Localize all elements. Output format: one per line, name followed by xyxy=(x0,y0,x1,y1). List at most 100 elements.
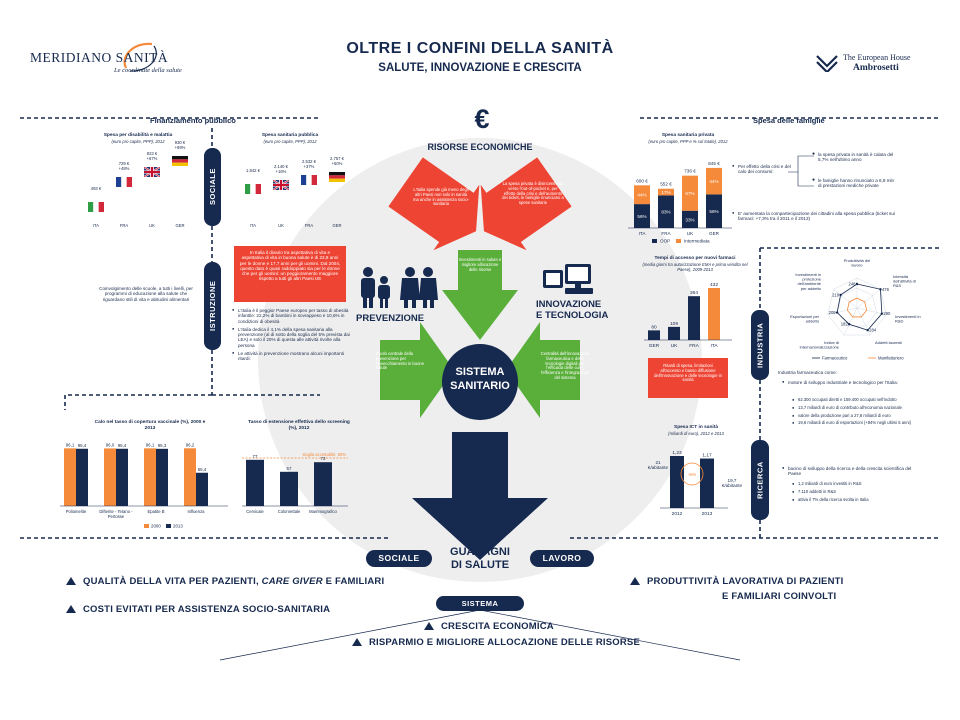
outcome-center-2: RISPARMIO E MIGLIORE ALLOCAZIONE DELLE R… xyxy=(352,637,640,648)
red-arrow-right xyxy=(480,157,572,251)
vacc-axis-label-2: Epatite B xyxy=(148,509,165,514)
famiglie-note-2: E' aumentata la compartecipazione dei ci… xyxy=(732,211,902,222)
center-arrows-svg xyxy=(380,157,580,420)
vacc-value-2013-2: 95,3 xyxy=(158,443,167,448)
triangle-icon xyxy=(630,577,640,586)
privata-axis-label-ita: ITA xyxy=(639,231,647,236)
screen-value-2: 73 xyxy=(321,456,326,461)
privata-axis-label-ger: GER xyxy=(709,231,720,236)
vacc-axis-label-1: Difterite - Tetano - xyxy=(99,509,133,514)
legend-oop-label: OOP xyxy=(660,239,670,244)
page-subtitle: SALUTE, INNOVAZIONE E CRESCITA xyxy=(378,62,582,74)
radar-axis-label-6-2: dell'ambiente xyxy=(798,281,822,286)
screen-bar-0 xyxy=(246,459,264,506)
guadagni-label: GUADAGNI DI SALUTE xyxy=(450,546,510,572)
istruzione-bullets: L'Italia è il peggior Paese europeo per … xyxy=(232,308,350,365)
radar-point-1 xyxy=(879,288,882,291)
total-label-fra: 552 € xyxy=(660,182,672,187)
radar-legend-pharma: Farmaceutico xyxy=(822,356,848,361)
spesa-privata-title: Spesa sanitaria privata xyxy=(661,133,715,138)
ricerca-bullet-1: bacino di sviluppo della ricerca e della… xyxy=(782,466,922,477)
industria-sub-c: valore della produzione pari a 27,8 mili… xyxy=(792,413,932,419)
radar-axis-label-0-1: lavoro xyxy=(852,263,864,268)
logo-ambrosetti-line2: Ambrosetti xyxy=(853,63,899,73)
vacc-chart-title-text: Calo nel tasso di copertura vaccinale (%… xyxy=(94,420,206,431)
chart2-value-label-ita: 1.842 € xyxy=(246,168,260,173)
ict-chart-svg: 1,2320121,172013-5%21€/abitante19,7€/abi… xyxy=(648,450,743,517)
istruzione-bullet-2: L'Italia dedica il 4,1% della spesa sani… xyxy=(232,327,350,348)
fan-line-left xyxy=(219,609,481,661)
screen-chart-svg: Soglia accettabile: 80%77Cervicale57Colo… xyxy=(242,452,348,514)
bracket-lines xyxy=(788,155,814,187)
screen-axis-label-0: Cervicale xyxy=(246,509,264,514)
chart1-value-label-fra: 729 € +48% xyxy=(118,161,130,171)
ritardi-red-box: Ritardi di spesa, limitazioni all'access… xyxy=(648,358,728,398)
tempi-bar-ita xyxy=(708,288,720,340)
green-arrow-right xyxy=(506,322,580,418)
intermediata-label-fra: 17% xyxy=(661,190,670,195)
outcome-right-1-text: PRODUTTIVITÀ LAVORATIVA DI PAZIENTI xyxy=(647,576,844,587)
vacc-bar-2013-3 xyxy=(196,472,208,506)
privata-axis-label-uk: UK xyxy=(687,231,694,236)
chart2-title: Spesa sanitaria pubblica xyxy=(261,133,319,138)
ict-title: Spesa ICT in sanità xyxy=(674,425,718,430)
chart1-subtitle: (euro pro capite, PPP), 2012 xyxy=(111,139,165,144)
oop-bar-ger xyxy=(706,194,722,228)
radar-value-6: 219 xyxy=(832,292,840,297)
intermediata-bar-ger xyxy=(706,167,722,195)
logo-ambrosetti-line1: The European House xyxy=(843,53,911,62)
triangle-icon xyxy=(352,638,362,647)
sociale-horizontal-pill: SOCIALE xyxy=(366,550,432,567)
industria-vertical-pill: INDUSTRIA xyxy=(751,310,769,380)
vacc-axis-label-0: Poliomelite xyxy=(66,509,87,514)
chart1-value-label-ita: 493 € xyxy=(90,186,102,191)
istruzione-bullet-3: Le attività in prevenzione mostrano alcu… xyxy=(232,351,350,362)
legend-intermediata-label: Intermediata xyxy=(684,239,710,244)
vacc-legend-label-0: 2000 xyxy=(151,524,161,529)
radar-spoke-4 xyxy=(843,307,858,336)
ict-value-2013: 1,17 xyxy=(702,453,712,459)
vacc-legend-label-1: 2013 xyxy=(173,524,183,529)
spesa-privata-subtitle: (euro pro capite, PPP e % sul totale), 2… xyxy=(648,139,728,144)
radar-grid-ring-2 xyxy=(837,287,877,327)
radar-axis-label-5-1: addetto xyxy=(806,319,820,324)
vacc-value-2013-3: 55,4 xyxy=(198,467,207,472)
green-right-text: Centralità dell'innovazione farmaceutica… xyxy=(540,351,590,381)
oop-label-fra: 83% xyxy=(661,210,670,215)
tempi-value-fra: 364 xyxy=(690,290,698,296)
total-label-uk: 736 € xyxy=(684,169,696,174)
total-label-ita: 600 € xyxy=(636,178,648,183)
radar-axis-label-6-3: per addetto xyxy=(801,286,822,291)
screen-axis-label-2: Mammografico xyxy=(309,509,337,514)
famiglie-sub-1: ●la spesa privata in sanità è calata del… xyxy=(812,151,894,163)
vacc-value-2000-1: 96,0 xyxy=(106,442,115,447)
legend-intermediata-swatch xyxy=(676,239,681,243)
industria-bullet-1: motore di sviluppo industriale e tecnolo… xyxy=(782,380,922,385)
big-down-arrow xyxy=(412,432,548,560)
ricerca-subbullets: 1,2 miliardi di euro investiti in R&S 7.… xyxy=(792,481,932,505)
vacc-axis-label-3: Influenza xyxy=(188,509,206,514)
radar-manifatturiero-polygon xyxy=(846,297,868,318)
famiglie-note-2-list: E' aumentata la compartecipazione dei ci… xyxy=(732,211,902,225)
finanziamento-title: Finanziamento pubblico xyxy=(150,116,236,125)
intermediata-label-ita: 44% xyxy=(637,193,646,198)
oop-bar-ita xyxy=(634,204,650,228)
vacc-axis-label-1-line2: Pertosse xyxy=(108,514,125,519)
istruzione-vertical-pill: ISTRUZIONE xyxy=(204,262,221,350)
screen-value-0: 77 xyxy=(253,454,258,459)
chart2-axis-label-uk: UK xyxy=(278,223,284,228)
oop-bar-uk xyxy=(682,210,698,228)
vacc-value-2000-3: 96,2 xyxy=(186,442,195,447)
prevenzione-label: PREVENZIONE xyxy=(356,313,425,324)
ict-pct-label: -5% xyxy=(688,472,697,478)
vacc-bar-2000-0 xyxy=(64,448,76,506)
oop-label-ger: 56% xyxy=(709,209,718,214)
outcome-right-2: E FAMILIARI COINVOLTI xyxy=(722,591,837,602)
chart1-value-label-uk: 823 € +67% xyxy=(146,151,158,162)
oop-bar-fra xyxy=(658,195,674,228)
risorse-title: RISORSE ECONOMICHE xyxy=(427,142,533,152)
radar-axis-label-4-1: internazionalizzazione xyxy=(800,345,840,350)
outcome-center-1: CRESCITA ECONOMICA xyxy=(424,621,554,632)
